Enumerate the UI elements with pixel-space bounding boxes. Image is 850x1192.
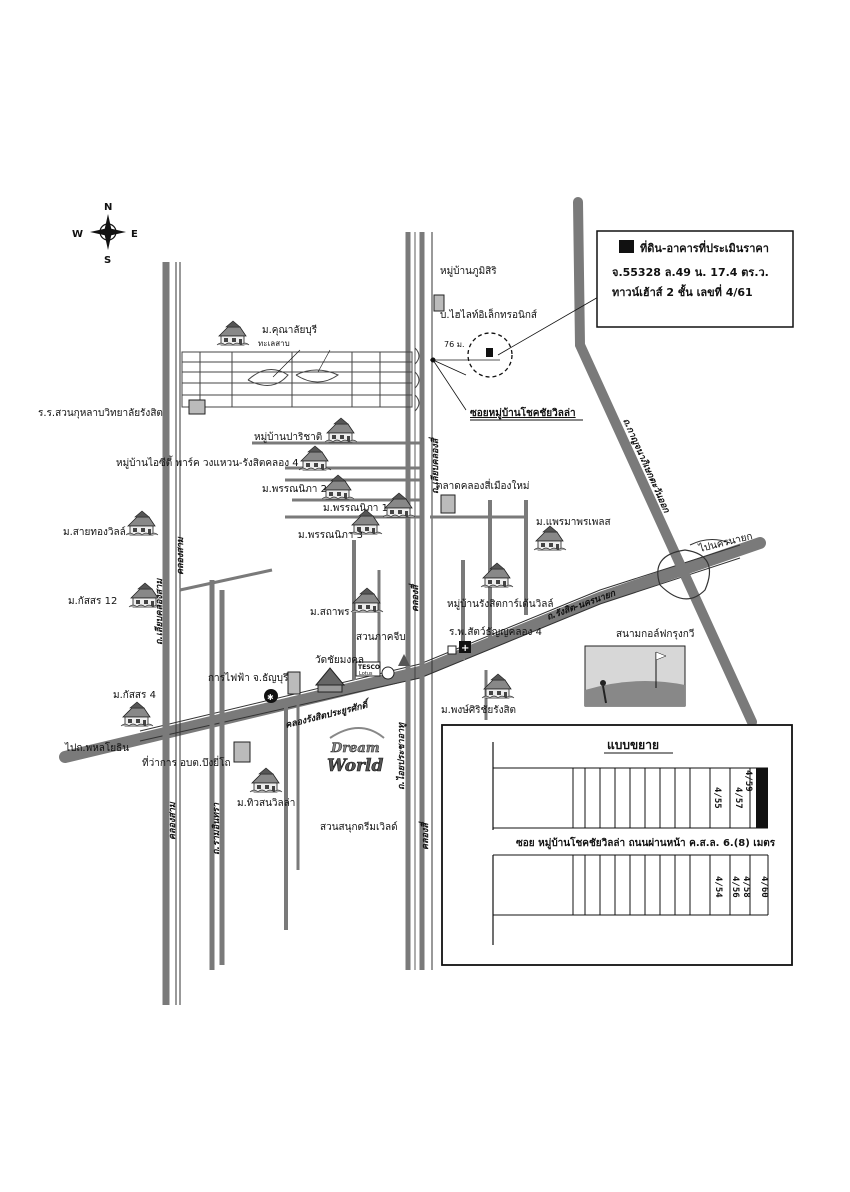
label-road-rangsit-nayok: ถ.รังสิต-นครนายก [545, 588, 617, 623]
label-sathaporn: ม.สถาพร [310, 607, 350, 618]
label-thiwsanwila: ม.ทิวสนวิลล่า [237, 798, 295, 809]
landmark-icons: TESCO Lotus ✱ + [188, 294, 471, 763]
inset-title: แบบขยาย [607, 738, 659, 752]
legend-line-2: จ.55328 ล.49 น. 17.4 ตร.ว. [612, 266, 769, 279]
label-canal-3b: คลองสาม [168, 801, 178, 840]
legend-box: ที่ดิน-อาคารที่ประเมินราคา จ.55328 ล.49 … [596, 230, 794, 328]
kunalai-estate [181, 347, 420, 412]
compass-north: N [104, 202, 112, 213]
label-pongsiri: ม.พงษ์ศิริชัยรังสิต [441, 704, 516, 716]
label-pornnika2: ม.พรรณนิภา 2 [262, 484, 327, 495]
inset-target-unit [756, 768, 768, 828]
label-temple: วัดชัยมงคล [315, 655, 364, 666]
ring-road [573, 197, 757, 727]
inset-unit-4-56: 4/56 [730, 876, 740, 898]
label-hospital: ร.พ.สัตว์ธัญญคลอง 4 [449, 626, 542, 638]
label-pornnika1: ม.พรรณนิภา 1 [323, 503, 388, 514]
label-road-ramindra: ถ.รามอินทรา [211, 802, 222, 855]
label-pornnika3: ม.พรรณนิภา 3 [298, 530, 363, 541]
label-pea: การไฟฟ้า จ.ธัญบุรี [208, 672, 289, 684]
label-canal-4b: คลองสี่ [418, 821, 431, 850]
compass-south: S [104, 255, 111, 266]
inset-bottom-row-grid [572, 855, 769, 915]
label-icity: หมู่บ้านไอซีตี้ พาร์ค วงแหวน-รังสิตคลอง … [116, 455, 299, 469]
label-swan-lake: ทะเลสาบ [258, 339, 290, 348]
label-road-prachasamakkhi: ถ.ไอยประชาอาทู [395, 722, 407, 790]
inset-unit-4-58: 4/58 [741, 876, 751, 898]
label-kitsorn12: ม.กัสสร 12 [68, 596, 117, 607]
label-road-klong3: ถ.เลียบคลองสาม [154, 578, 165, 645]
label-golf: สนามกอล์ฟกรุงกวี [616, 628, 694, 640]
label-phumsiri: หมู่บ้านภูมิสิริ [440, 265, 497, 277]
golf-course-image [584, 645, 686, 707]
label-canal-4a: คลองสี่ [408, 583, 421, 612]
svg-text:✱: ✱ [267, 693, 274, 702]
target-marker: 76 ม. [430, 295, 601, 411]
village-icons [120, 320, 567, 793]
compass-east: E [131, 229, 138, 240]
label-road-klong4: ถ.เลียบคลองสี่ [428, 437, 441, 494]
inset-top-row-grid [572, 768, 751, 828]
label-canal-3a: คลองสาม [176, 536, 186, 575]
label-paricha: หมู่บ้านปาริชาติ [254, 431, 322, 443]
label-saithong: ม.สายทองวิลล์ [63, 526, 126, 538]
dream-logo-top: Dream [330, 741, 380, 756]
compass-west: W [72, 229, 83, 240]
inset-unit-4-54: 4/54 [713, 876, 723, 898]
inset-unit-4-60: 4/60 [759, 876, 769, 898]
legend-line-3: ทาวน์เฮ้าส์ 2 ชั้น เลขที่ 4/61 [612, 284, 753, 299]
dream-world-logo: Dream World [327, 727, 385, 776]
side-streets [179, 359, 526, 592]
inset-unit-4-59: 4/59 [743, 770, 753, 792]
label-dreamworld-park: สวนสนุกดรีมเวิลด์ [320, 821, 398, 833]
label-kitsorn4: ม.กัสสร 4 [113, 690, 156, 701]
tesco-logo-bottom: Lotus [359, 671, 373, 677]
label-rangsit-garden: หมู่บ้านรังสิตการ์เด้นวิลล์ [447, 598, 554, 610]
distance-label: 76 ม. [444, 340, 465, 349]
legend-line-1: ที่ดิน-อาคารที่ประเมินราคา [640, 240, 769, 255]
label-prempreeya: ม.แพรมาพรเพลส [536, 517, 611, 528]
svg-text:+: + [461, 643, 469, 654]
label-market: ตลาดคลองสี่เมืองใหม่ [436, 478, 530, 492]
label-hightech: บ.ไฮไลท์อิเล็กทรอนิกส์ [440, 307, 537, 321]
inset-unit-4-57: 4/57 [733, 787, 743, 809]
compass-rose: N S E W [72, 202, 138, 266]
label-district: ที่ว่าการ อบต.บึงยี่โถ [142, 755, 231, 769]
tesco-logo-top: TESCO [358, 664, 380, 671]
label-park: สวนภาคจีบ [356, 631, 406, 643]
label-school: ร.ร.สวนกุหลาบวิทยาลัยรังสิต [38, 408, 163, 419]
inset-unit-4-55: 4/55 [712, 787, 722, 809]
label-to-phahon: ไปถ.พหลโยธิน [64, 741, 129, 754]
inset-road-label: ซอย หมู่บ้านโชคชัยวิลล่า ถนนผ่านหน้า ค.ส… [516, 836, 776, 850]
label-soi-target: ซอยหมู่บ้านโชคชัยวิลล่า [470, 406, 576, 420]
dream-logo-bottom: World [327, 756, 383, 776]
label-kunalai: ม.คุณาลัยบุรี [262, 324, 318, 336]
inset-detail: แบบขยาย [441, 724, 793, 966]
